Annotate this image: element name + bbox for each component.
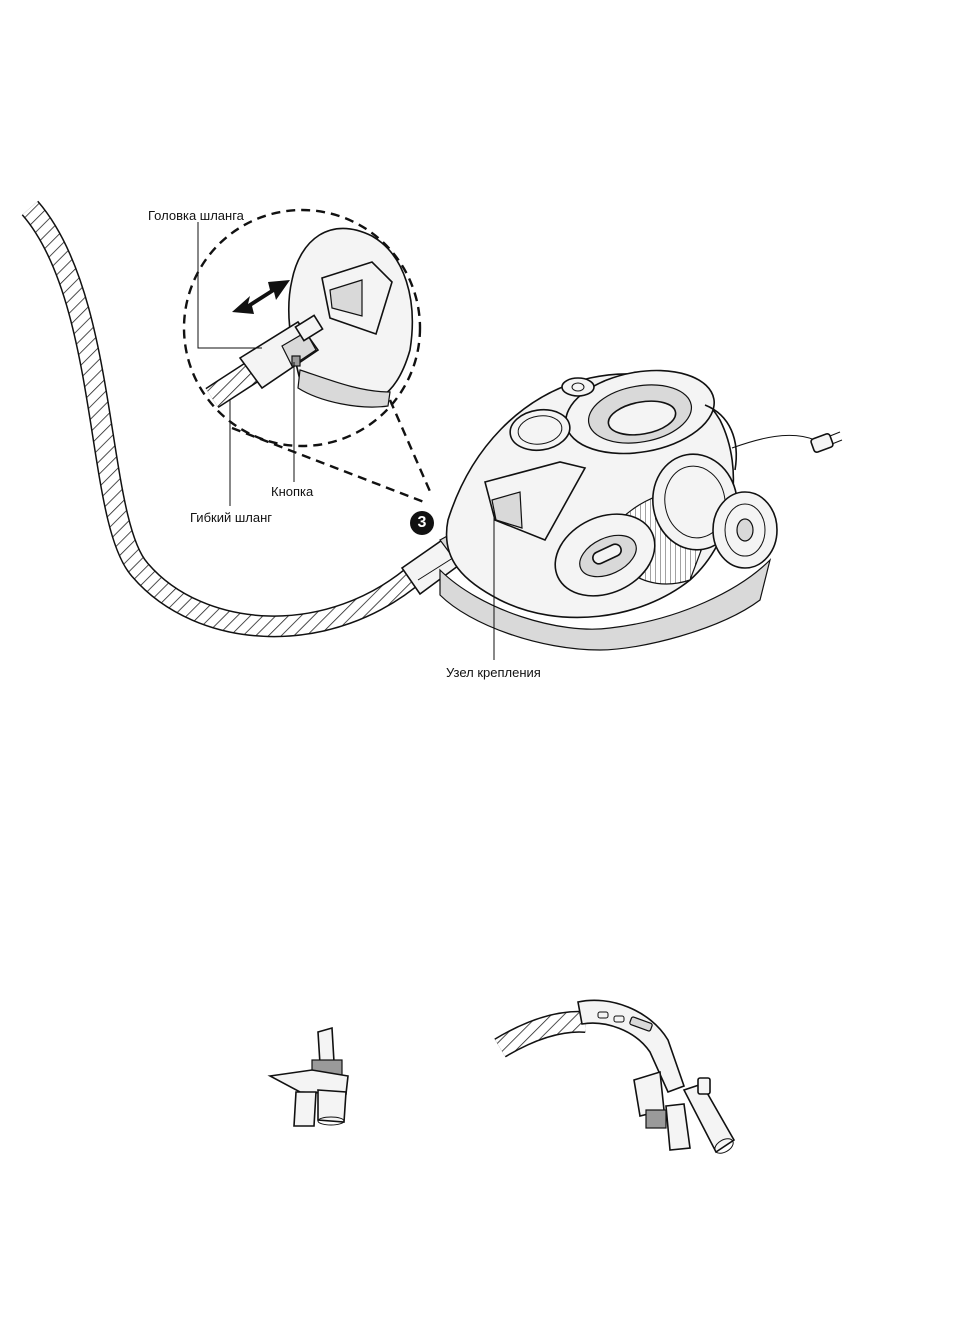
- label-flexible-hose: Гибкий шланг: [190, 510, 272, 525]
- crevice-brush-tool: [270, 1028, 348, 1126]
- label-button: Кнопка: [271, 484, 313, 499]
- label-attachment: Узел крепления: [446, 665, 541, 680]
- label-hose-head: Головка шланга: [148, 208, 244, 223]
- vacuum-cleaner: [440, 360, 842, 650]
- step-badge: 3: [410, 511, 434, 535]
- hose-handle-tool: [500, 1000, 736, 1156]
